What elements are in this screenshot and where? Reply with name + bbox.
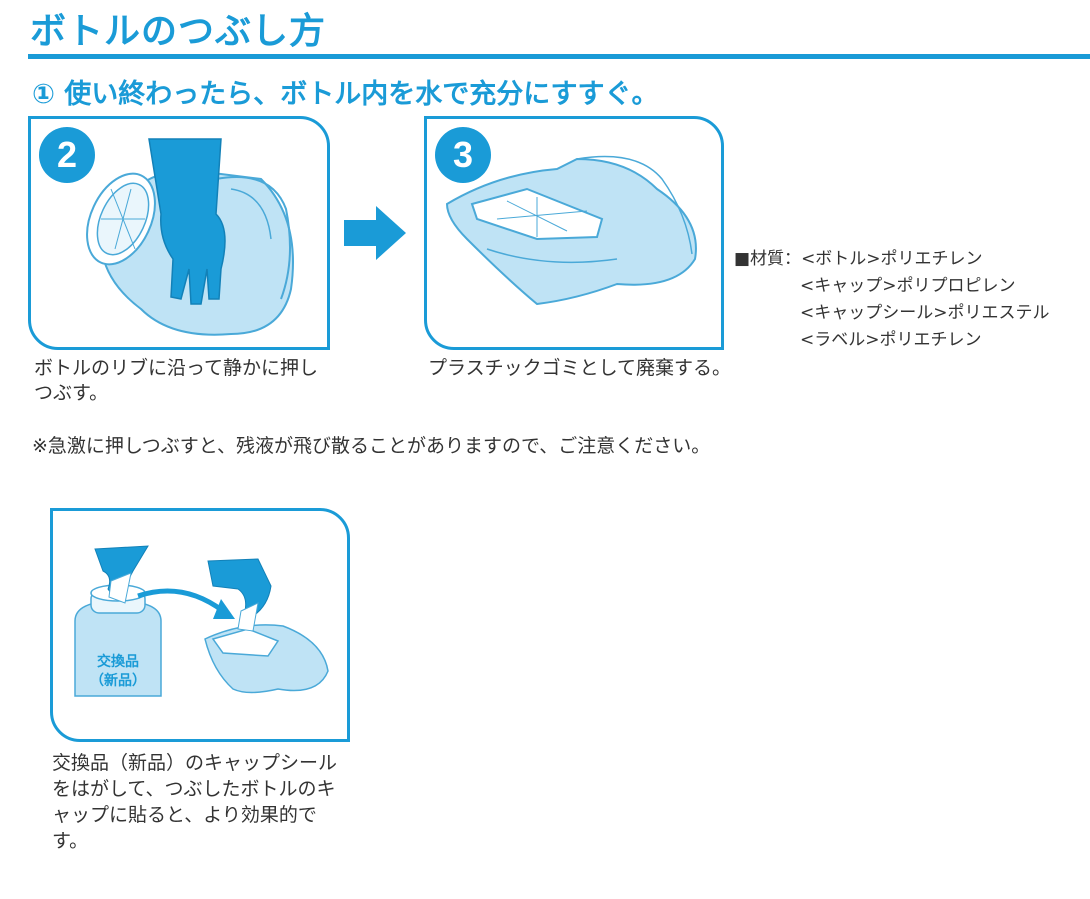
step-2-badge: 2 (39, 127, 95, 183)
title-divider (28, 54, 1090, 59)
crushed-bottle-illustration (445, 155, 697, 306)
cap-seal-transfer-illustration: 交換品 （新品） (74, 545, 329, 697)
step-2-caption: ボトルのリブに沿って静かに押しつぶす。 (34, 357, 319, 404)
step-1-instruction: ① 使い終わったら、ボトル内を水で充分にすすぐ。 (32, 79, 659, 110)
step-3-panel: 3 (424, 116, 724, 350)
material-line: <キャップシール>ポリエステル (800, 303, 1050, 323)
next-step-arrow-icon (344, 206, 406, 260)
tip-caption: 交換品（新品）のキャップシールをはがして、つぶしたボトルのキャップに貼ると、より… (52, 752, 338, 852)
material-line: <ラベル>ポリエチレン (800, 330, 982, 350)
materials-label: ■材質： (734, 249, 802, 269)
crush-bottle-illustration (86, 138, 294, 336)
step-3-caption: プラスチックゴミとして廃棄する。 (428, 357, 732, 379)
new-bottle-label-2: （新品） (90, 672, 146, 689)
tip-panel: 交換品 （新品） (50, 508, 350, 742)
material-line: <ボトル>ポリエチレン (801, 249, 983, 269)
page-title: ボトルのつぶし方 (30, 11, 327, 52)
step-3-badge: 3 (435, 127, 491, 183)
material-line: <キャップ>ポリプロピレン (800, 276, 1016, 296)
materials-list: ■材質： <ボトル>ポリエチレン <キャップ>ポリプロピレン <キャップシール>… (734, 246, 1050, 354)
step-2-panel: 2 (28, 116, 330, 350)
new-bottle-label-1: 交換品 (97, 653, 139, 670)
caution-note: ※急激に押しつぶすと、残液が飛び散ることがありますので、ご注意ください。 (32, 435, 711, 457)
